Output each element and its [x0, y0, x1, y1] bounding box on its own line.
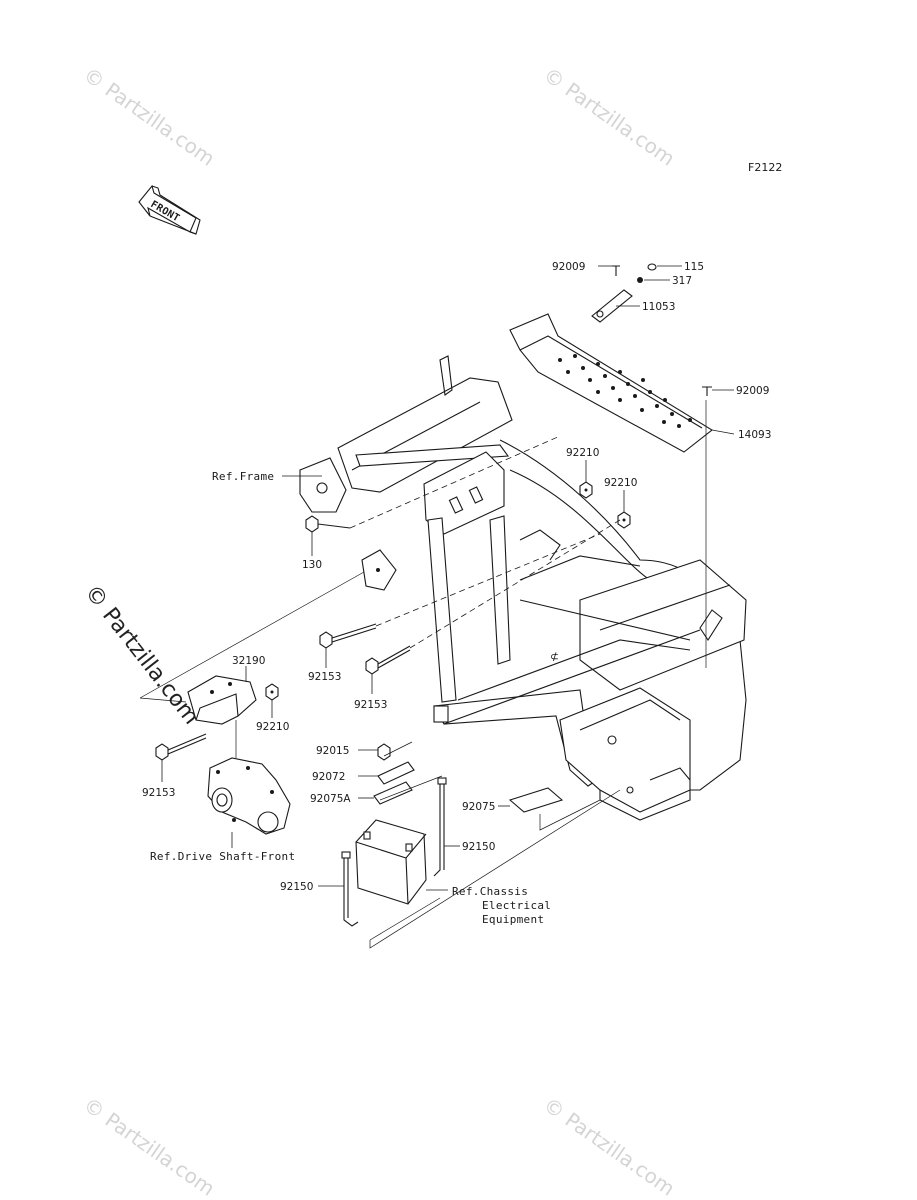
label-92210-c: 92210 — [256, 721, 289, 733]
pad-92075A — [373, 781, 413, 805]
battery-rod-92150-right — [433, 777, 447, 877]
bolt-115 — [647, 263, 657, 271]
svg-text:© Partzilla.com: © Partzilla.com — [539, 62, 679, 170]
svg-text:© Partzilla.com: © Partzilla.com — [79, 1092, 219, 1200]
nut-92015 — [377, 743, 391, 761]
leader-lines — [139, 265, 735, 949]
watermark-top-right: © Partzilla.com — [539, 62, 679, 170]
watermark-center-left: © Partzilla.com — [79, 580, 203, 729]
label-ref-frame: Ref.Frame — [212, 470, 274, 483]
rivet-92009-top — [612, 265, 620, 276]
bracket-32190 — [187, 675, 257, 725]
battery-rod-92150-left — [341, 851, 359, 927]
label-130: 130 — [302, 559, 322, 571]
label-92072: 92072 — [312, 771, 345, 783]
front-differential — [207, 757, 291, 835]
watermark-bottom-right: © Partzilla.com — [539, 1092, 679, 1200]
label-ref-chassis-1: Ref.Chassis — [452, 885, 528, 898]
vehicle-frame: ⊄ — [299, 355, 747, 821]
rivet-92009-right — [702, 386, 712, 396]
label-11053: 11053 — [642, 301, 675, 313]
strap-92072 — [377, 761, 415, 785]
label-92009-top: 92009 — [552, 261, 585, 273]
label-92075A: 92075A — [310, 793, 351, 805]
figure-code: F2122 — [748, 161, 782, 174]
watermark-bottom-left: © Partzilla.com — [79, 1092, 219, 1200]
svg-text:© Partzilla.com: © Partzilla.com — [539, 1092, 679, 1200]
label-ref-chassis-3: Equipment — [482, 913, 544, 926]
skid-plate-holes — [558, 354, 692, 428]
battery — [355, 819, 427, 905]
skid-plate-14093 — [509, 313, 713, 453]
label-92075: 92075 — [462, 801, 495, 813]
label-92210-a: 92210 — [566, 447, 599, 459]
nut-92210-a — [579, 481, 593, 499]
watermark-top-left: © Partzilla.com — [79, 62, 219, 170]
nut-92210-c — [265, 683, 279, 701]
pad-92075 — [508, 787, 564, 813]
frame-marker: ⊄ — [550, 651, 559, 663]
label-92015: 92015 — [316, 745, 349, 757]
bolt-92153-b — [365, 645, 411, 675]
svg-text:© Partzilla.com: © Partzilla.com — [79, 62, 219, 170]
label-92153-c: 92153 — [142, 787, 175, 799]
svg-text:© Partzilla.com: © Partzilla.com — [79, 580, 203, 729]
label-14093: 14093 — [738, 429, 771, 441]
label-ref-chassis-2: Electrical — [482, 899, 551, 912]
label-92210-b: 92210 — [604, 477, 637, 489]
label-317: 317 — [672, 275, 692, 287]
bolt-92153-a — [319, 623, 377, 649]
label-92153-a: 92153 — [308, 671, 341, 683]
label-115: 115 — [684, 261, 704, 273]
bolt-92153-c — [155, 733, 207, 761]
label-92150-left: 92150 — [280, 881, 313, 893]
washer-317 — [637, 277, 643, 283]
front-arrow-icon: FRONT — [138, 184, 201, 235]
label-92153-b: 92153 — [354, 699, 387, 711]
plate-11053 — [591, 289, 633, 323]
label-32190: 32190 — [232, 655, 265, 667]
label-ref-drive-shaft: Ref.Drive Shaft-Front — [150, 850, 295, 863]
bolt-130 — [305, 515, 351, 533]
label-92150-right: 92150 — [462, 841, 495, 853]
label-92009-right: 92009 — [736, 385, 769, 397]
